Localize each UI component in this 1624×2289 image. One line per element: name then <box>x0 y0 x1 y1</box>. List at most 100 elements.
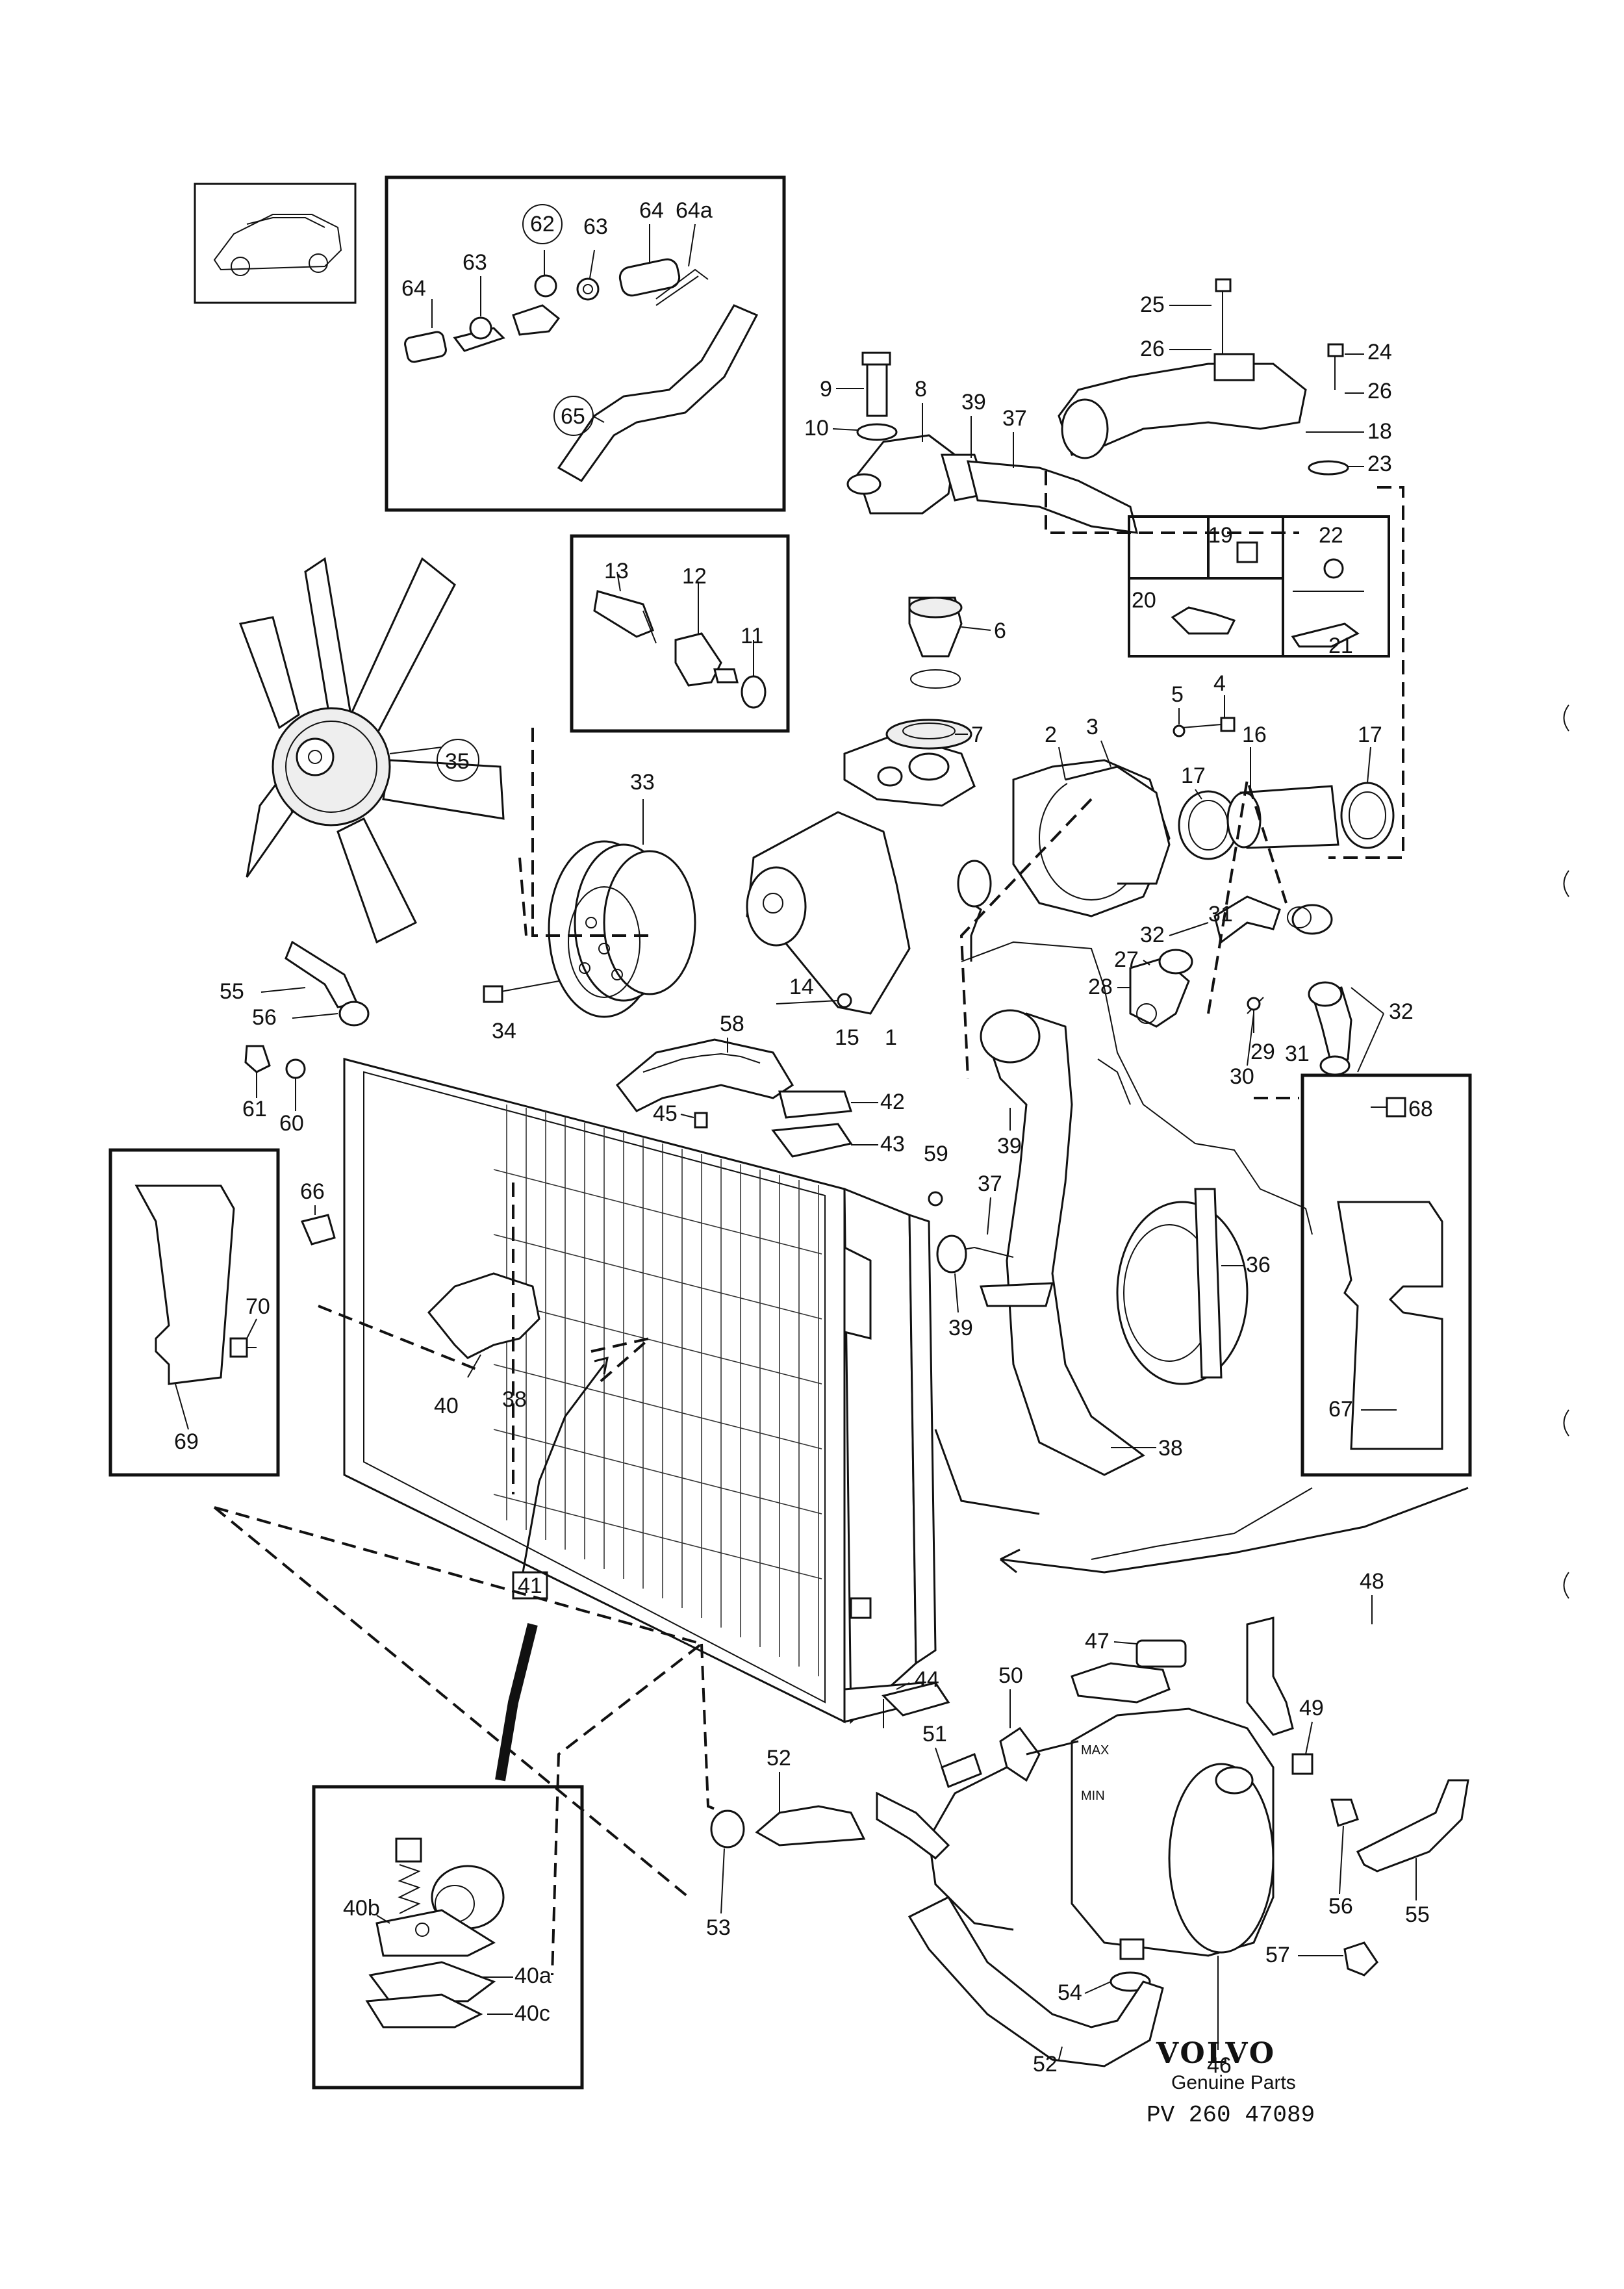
radiator <box>343 1058 937 1724</box>
callout-52: 52 <box>1033 2052 1058 2077</box>
callout-51: 51 <box>922 1722 947 1746</box>
callout-48: 48 <box>1360 1569 1384 1594</box>
arrow-to-inset-40 <box>495 1623 538 1782</box>
callout-17: 17 <box>1181 763 1206 788</box>
callout-34: 34 <box>492 1019 516 1043</box>
callout-53: 53 <box>706 1915 731 1940</box>
callout-31: 31 <box>1208 902 1233 927</box>
callout-4: 4 <box>1213 671 1226 696</box>
callout-65: 65 <box>561 404 585 429</box>
callout-47: 47 <box>1085 1629 1110 1654</box>
callout-23: 23 <box>1367 452 1392 476</box>
callout-24: 24 <box>1367 340 1392 364</box>
tank-min-label: MIN <box>1081 1789 1105 1803</box>
callout-38: 38 <box>1158 1436 1183 1461</box>
callout-12: 12 <box>682 564 707 589</box>
thermostat-housing <box>846 352 1138 534</box>
callout-13: 13 <box>604 559 629 583</box>
brand-subtitle: Genuine Parts <box>1171 2072 1296 2093</box>
callout-40b: 40b <box>343 1896 380 1921</box>
lower-radiator-hose <box>936 1009 1249 1476</box>
callout-19: 19 <box>1208 523 1233 548</box>
callout-20: 20 <box>1132 588 1156 613</box>
callout-66: 66 <box>300 1179 325 1204</box>
callout-30: 30 <box>1230 1064 1254 1089</box>
callout-10: 10 <box>804 416 829 441</box>
callout-55: 55 <box>1405 1902 1430 1927</box>
callout-42: 42 <box>880 1090 905 1114</box>
callout-64: 64 <box>639 198 664 223</box>
callout-40c: 40c <box>514 2001 550 2026</box>
callout-40a: 40a <box>514 1963 552 1988</box>
callout-50: 50 <box>998 1663 1023 1688</box>
callout-27: 27 <box>1114 947 1139 972</box>
callout-5: 5 <box>1171 682 1184 707</box>
callout-59: 59 <box>924 1142 948 1166</box>
callout-28: 28 <box>1088 975 1113 999</box>
callout-2: 2 <box>1045 723 1057 747</box>
callout-37: 37 <box>978 1171 1002 1196</box>
tank-max-label: MAX <box>1081 1743 1109 1758</box>
callout-1: 1 <box>885 1025 897 1050</box>
callout-32: 32 <box>1140 923 1165 947</box>
callout-17: 17 <box>1358 723 1382 747</box>
part-diagram-code: PV 260 47089 <box>1147 2102 1315 2129</box>
inset-side-bracket-left <box>108 1148 280 1477</box>
callout-26: 26 <box>1367 379 1392 403</box>
car-thumbnail <box>194 183 357 304</box>
callout-67: 67 <box>1328 1397 1353 1422</box>
callout-64: 64 <box>401 276 426 301</box>
callout-41: 41 <box>518 1574 542 1598</box>
callout-57: 57 <box>1265 1943 1290 1967</box>
callout-55: 55 <box>220 979 244 1004</box>
callout-63: 63 <box>463 250 487 275</box>
callout-46: 46 <box>1207 2053 1232 2078</box>
callout-14: 14 <box>789 975 814 999</box>
callout-32: 32 <box>1389 999 1414 1024</box>
bypass-hoses <box>1129 895 1352 1076</box>
callout-60: 60 <box>279 1111 304 1136</box>
callout-54: 54 <box>1058 1980 1082 2005</box>
coolant-outlet-pipe <box>1058 278 1349 476</box>
callout-64a: 64a <box>676 198 713 223</box>
brand-logo: VOLVO <box>1156 2037 1276 2070</box>
callout-16: 16 <box>1242 723 1267 747</box>
engine-block-outline <box>961 941 1313 1235</box>
callout-39: 39 <box>997 1134 1022 1158</box>
callout-49: 49 <box>1299 1696 1324 1720</box>
callout-68: 68 <box>1408 1097 1433 1121</box>
fan-shroud-and-brackets <box>615 1038 853 1158</box>
expansion-tank-assembly <box>710 1617 1469 2067</box>
callout-8: 8 <box>915 377 927 402</box>
dashed-leader-lines <box>213 471 1404 1976</box>
water-pump-assembly <box>483 596 992 1018</box>
callout-25: 25 <box>1140 292 1165 317</box>
callout-21: 21 <box>1328 633 1353 658</box>
callout-52: 52 <box>767 1746 791 1771</box>
radiator-upper-hose <box>427 1272 540 1359</box>
inset-sensors <box>1128 515 1390 658</box>
callout-61: 61 <box>242 1097 267 1121</box>
callout-62: 62 <box>530 212 555 237</box>
callout-22: 22 <box>1319 523 1343 548</box>
callout-7: 7 <box>971 723 983 747</box>
callout-69: 69 <box>174 1429 199 1454</box>
callout-9: 9 <box>820 377 832 402</box>
pump-cover-and-pipe <box>1012 717 1395 917</box>
inset-side-bracket-right <box>1300 1073 1472 1477</box>
brand-block: VOLVO Genuine Parts PV 260 47089 <box>1147 2037 1315 2129</box>
inset-heater-valve <box>385 175 786 512</box>
callout-6: 6 <box>994 619 1006 643</box>
radiator-left-fittings <box>244 940 370 1246</box>
callout-58: 58 <box>720 1012 744 1036</box>
inset-temp-sender <box>570 534 790 733</box>
callout-44: 44 <box>915 1667 939 1692</box>
callout-33: 33 <box>630 770 655 795</box>
callout-26: 26 <box>1140 337 1165 361</box>
callout-35: 35 <box>445 749 470 774</box>
callout-36: 36 <box>1246 1253 1271 1277</box>
callout-56: 56 <box>1328 1894 1353 1919</box>
callout-15: 15 <box>835 1025 859 1050</box>
callout-29: 29 <box>1250 1040 1275 1064</box>
